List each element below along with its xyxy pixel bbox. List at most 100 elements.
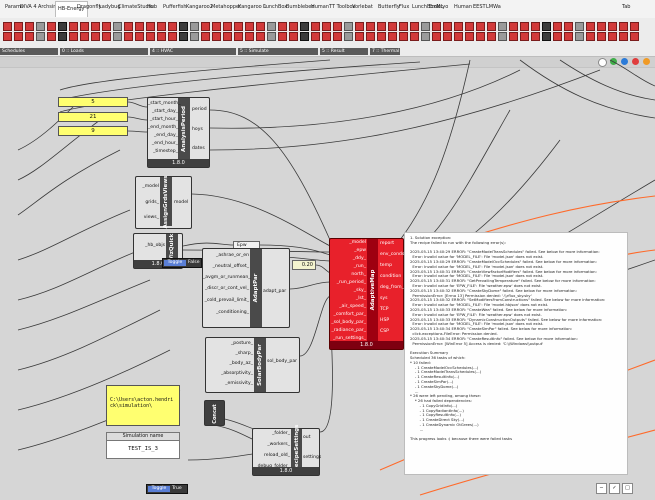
input-absorptivity[interactable]: _absorptivity_ [221, 371, 253, 376]
component-tool-icon[interactable] [432, 22, 441, 31]
input-emissivity[interactable]: _emissivity_ [225, 381, 253, 386]
component-tool-icon[interactable] [14, 32, 23, 41]
component-tool-icon[interactable] [509, 32, 518, 41]
component-tool-icon[interactable] [146, 32, 155, 41]
component-tool-icon[interactable] [597, 22, 606, 31]
component-tool-icon[interactable] [25, 22, 34, 31]
ribbon-tab[interactable]: HB-Energy [55, 1, 88, 17]
green-status-icon[interactable] [610, 58, 617, 65]
component-tool-icon[interactable] [102, 22, 111, 31]
input-air-speed[interactable]: _air_speed_ [339, 304, 366, 309]
component-tool-icon[interactable] [190, 22, 199, 31]
output-hoys[interactable]: hoys [192, 127, 203, 132]
ribbon-tab[interactable]: LMWa [486, 4, 501, 10]
output-model[interactable]: model [174, 200, 189, 205]
red-status-icon[interactable] [632, 58, 639, 65]
ribbon-tab[interactable]: Kangaroo2 [186, 4, 213, 10]
component-tool-icon[interactable] [443, 22, 452, 31]
component-tool-icon[interactable] [14, 22, 23, 31]
input-end-day[interactable]: _end_day_ [154, 133, 178, 138]
component-tool-icon[interactable] [586, 22, 595, 31]
component-tool-icon[interactable] [597, 32, 606, 41]
output-tcp[interactable]: TCP [380, 307, 389, 312]
component-tool-icon[interactable] [311, 32, 320, 41]
component-tool-icon[interactable] [102, 32, 111, 41]
input-sol-body-par[interactable]: _sol_body_par_ [331, 320, 366, 325]
component-tool-icon[interactable] [377, 32, 386, 41]
component-tool-icon[interactable] [454, 32, 463, 41]
ribbon-group-label[interactable]: 7 :: Thermal Map [370, 48, 400, 55]
component-tool-icon[interactable] [630, 22, 639, 31]
component-tool-icon[interactable] [542, 22, 551, 31]
component-tool-icon[interactable] [47, 32, 56, 41]
component-tool-icon[interactable] [476, 22, 485, 31]
ribbon-tab[interactable]: Metahopper [211, 4, 242, 10]
input-lst[interactable]: _lst_ [355, 296, 366, 301]
input-start-month[interactable]: _start_month_ [148, 101, 181, 106]
input-north[interactable]: north_ [351, 272, 366, 277]
output-condition[interactable]: condition [380, 274, 402, 279]
component-tool-icon[interactable] [311, 22, 320, 31]
component-tool-icon[interactable] [168, 32, 177, 41]
input-run-period[interactable]: _run_period_ [336, 280, 366, 285]
component-tool-icon[interactable] [399, 32, 408, 41]
component-tool-icon[interactable] [113, 32, 122, 41]
ribbon-tab[interactable]: DIVA 4 [20, 4, 37, 10]
component-tool-icon[interactable] [355, 22, 364, 31]
component-tool-icon[interactable] [487, 22, 496, 31]
output-dates[interactable]: dates [192, 146, 205, 151]
component-tool-icon[interactable] [421, 22, 430, 31]
toggle-true[interactable]: Toggle True [146, 484, 188, 494]
confirm-icon[interactable]: ✓ [609, 483, 620, 494]
component-tool-icon[interactable] [201, 32, 210, 41]
number-slider-value[interactable]: 0.20 [292, 260, 316, 270]
component-tool-icon[interactable] [146, 22, 155, 31]
component-tool-icon[interactable] [201, 22, 210, 31]
input-model[interactable]: _model [349, 240, 366, 245]
output-adapt-par[interactable]: adapt_par [263, 289, 287, 294]
component-tool-icon[interactable] [256, 22, 265, 31]
ribbon-tab[interactable]: Embryo [429, 4, 449, 10]
component-tool-icon[interactable] [399, 22, 408, 31]
input-model[interactable]: _model [142, 184, 159, 189]
ribbon-tab[interactable]: Hub [147, 4, 158, 10]
component-tool-icon[interactable] [300, 22, 309, 31]
ribbon-group-label[interactable]: 5 :: Simulate [238, 48, 318, 55]
ribbon-tab[interactable]: Bumblebee [286, 4, 315, 10]
output-temp[interactable]: temp [380, 263, 393, 268]
component-tool-icon[interactable] [212, 22, 221, 31]
component-tool-icon[interactable] [619, 32, 628, 41]
component-tool-icon[interactable] [542, 32, 551, 41]
ribbon-tab[interactable]: EEST [473, 4, 486, 10]
component-tool-icon[interactable] [58, 32, 67, 41]
component-tool-icon[interactable] [553, 32, 562, 41]
output-deg-from-neutral[interactable]: deg_from_neutral [380, 285, 421, 290]
component-tool-icon[interactable] [234, 22, 243, 31]
assign-grids-views-component[interactable]: AssignGrdsViews _model grids_ views_ mod… [135, 175, 192, 229]
component-tool-icon[interactable] [300, 32, 309, 41]
input-start-day[interactable]: _start_day_ [151, 109, 178, 114]
component-tool-icon[interactable] [553, 22, 562, 31]
component-tool-icon[interactable] [421, 32, 430, 41]
component-tool-icon[interactable] [619, 22, 628, 31]
component-tool-icon[interactable] [366, 32, 375, 41]
component-tool-icon[interactable] [487, 32, 496, 41]
output-sys[interactable]: sys [380, 296, 388, 301]
ribbon-tab[interactable]: Archsim [38, 4, 59, 10]
input-sky[interactable]: _sky_ [353, 288, 366, 293]
component-tool-icon[interactable] [135, 22, 144, 31]
component-tool-icon[interactable] [355, 32, 364, 41]
number-panel-start-hour[interactable]: 9 [58, 126, 128, 136]
ribbon-group-label[interactable]: 0 :: Loads [60, 48, 148, 55]
component-tool-icon[interactable] [234, 32, 243, 41]
ribbon-tab[interactable]: Kangaroo 1 [238, 4, 267, 10]
component-tool-icon[interactable] [564, 22, 573, 31]
component-tool-icon[interactable] [58, 22, 67, 31]
component-tool-icon[interactable] [278, 32, 287, 41]
input-radiance-par[interactable]: _radiance_par_ [331, 328, 367, 333]
component-tool-icon[interactable] [465, 22, 474, 31]
component-tool-icon[interactable] [322, 22, 331, 31]
component-tool-icon[interactable] [410, 22, 419, 31]
component-tool-icon[interactable] [608, 32, 617, 41]
output-period[interactable]: period [192, 107, 207, 112]
